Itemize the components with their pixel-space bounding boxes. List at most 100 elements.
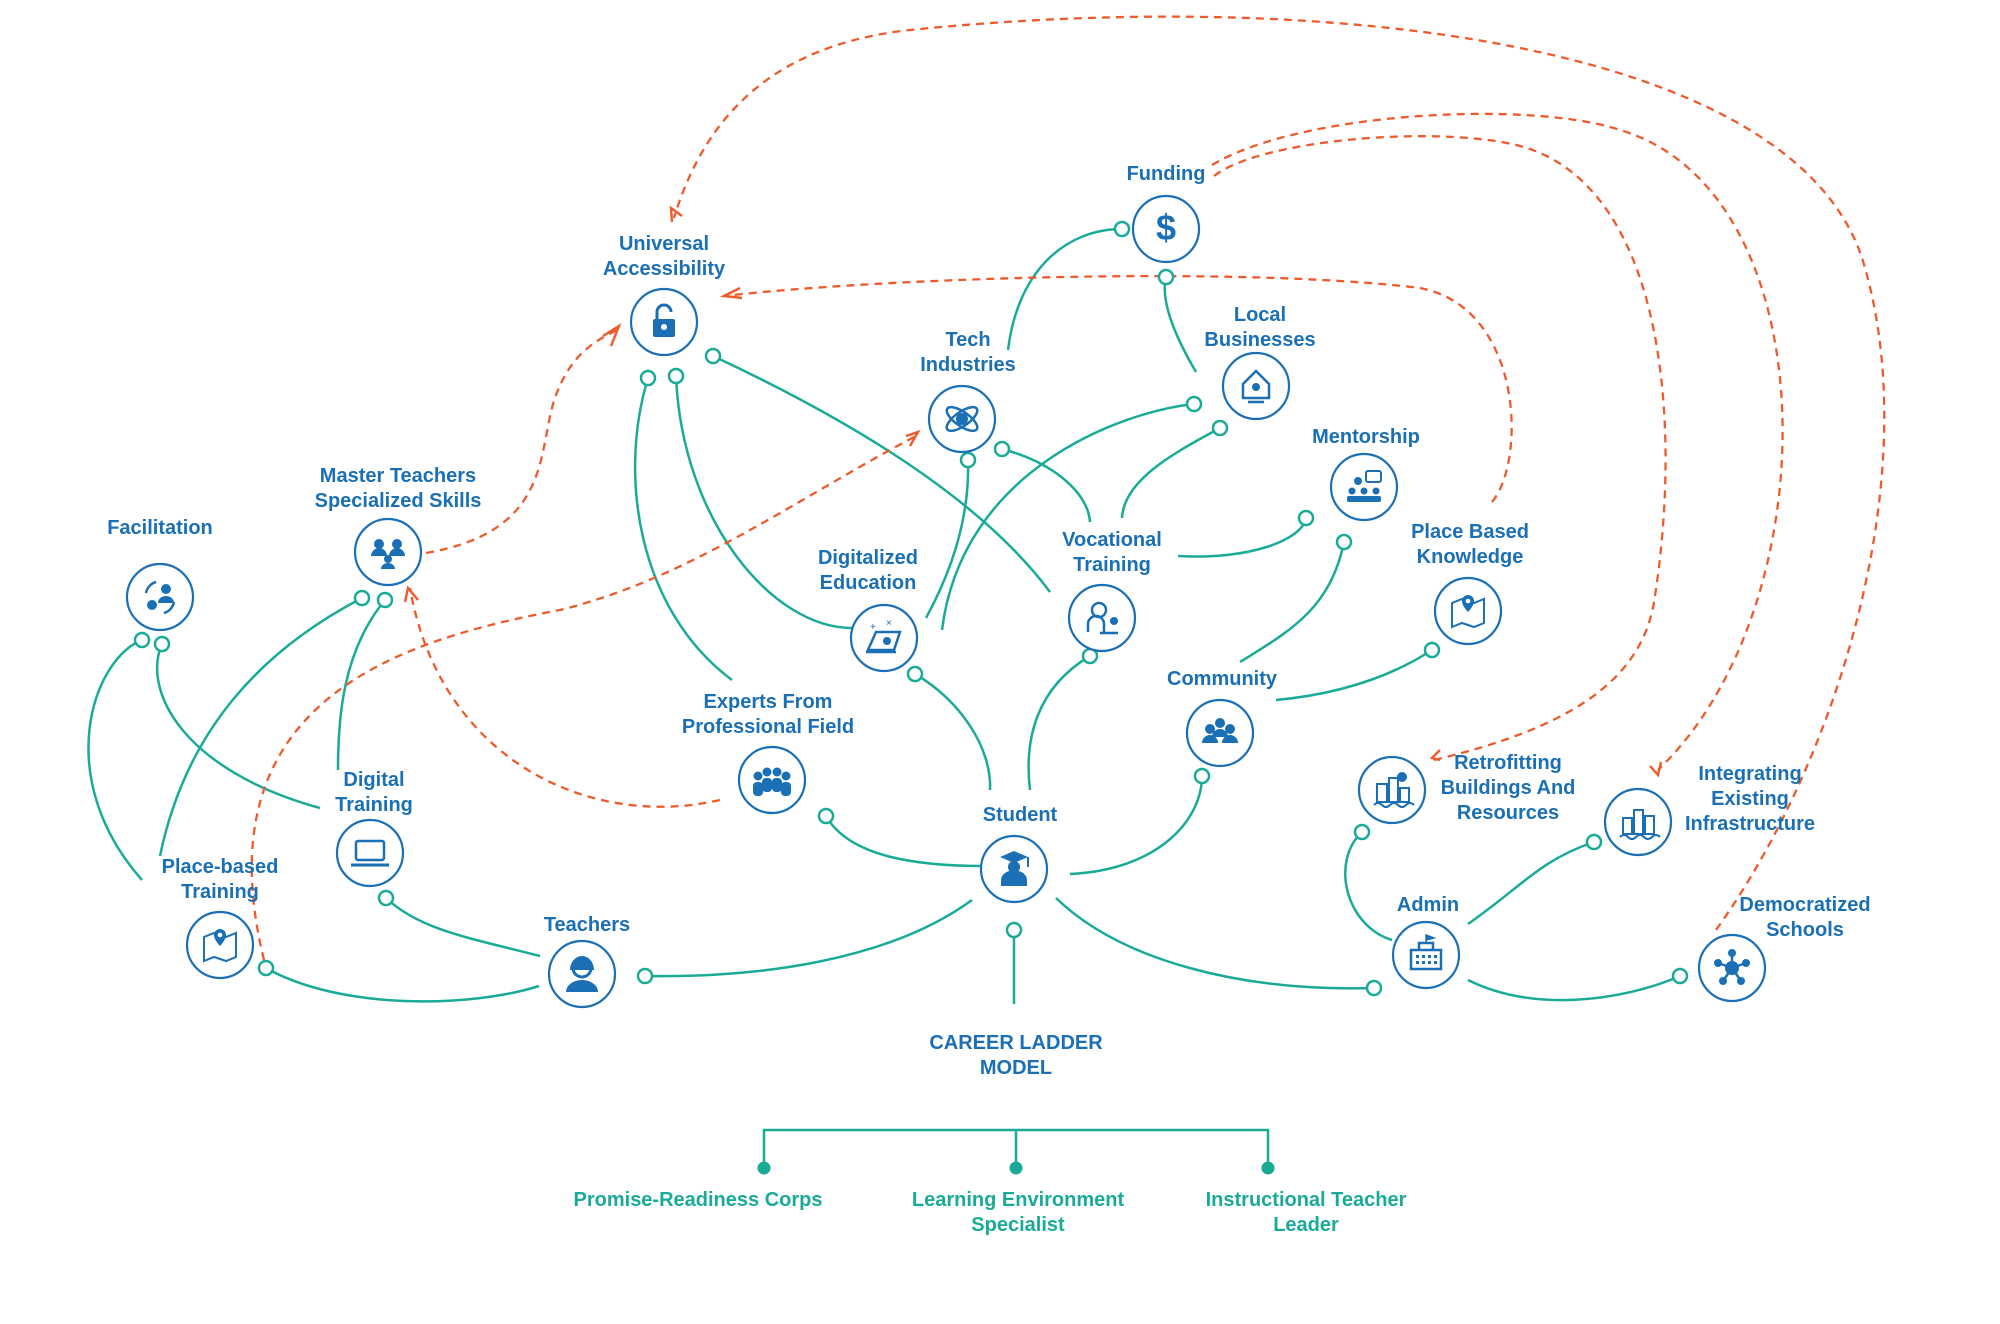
endpoint-12 (1193, 767, 1211, 785)
node-ring (125, 562, 195, 632)
connection-line-0 (1006, 227, 1123, 351)
endpoint-15 (817, 807, 835, 825)
connection-line-22 (158, 596, 363, 857)
connection-line-12 (1069, 775, 1204, 876)
endpoint-9 (1297, 509, 1315, 527)
endpoint-2 (1185, 395, 1203, 413)
endpoint-10 (1335, 533, 1353, 551)
connection-line-13 (1027, 654, 1091, 791)
node-ring (737, 745, 807, 815)
arrowhead-4 (669, 205, 683, 223)
connection-line-26 (1467, 840, 1595, 926)
svg-text:+: + (870, 622, 876, 633)
label-admin: Admin (1396, 894, 1460, 916)
connection-line-25 (1344, 831, 1393, 942)
people-group-icon (753, 767, 791, 796)
connection-line-21 (336, 599, 386, 771)
endpoint-6 (704, 347, 722, 365)
endpoint-26 (1585, 833, 1603, 851)
career-ladder-tree (757, 1128, 1275, 1175)
endpoint-27 (1671, 967, 1689, 985)
cycle-person-icon (144, 580, 176, 615)
endpoint-7 (667, 367, 685, 385)
svg-text:$: $ (1156, 207, 1176, 248)
teacher-icon (566, 956, 598, 992)
graduate-icon (1000, 851, 1029, 886)
endpoint-19 (376, 591, 394, 609)
node-ring (1131, 194, 1201, 264)
dollar-icon: $ (1156, 207, 1176, 248)
map-pin-icon (1451, 595, 1485, 629)
label-teachers: Teachers (543, 914, 631, 936)
arrowhead-1 (719, 286, 743, 300)
node-integrating (1603, 787, 1673, 857)
presentation-icon (1347, 470, 1382, 502)
dashed-line-4 (672, 15, 1886, 931)
connection-line-10 (1239, 541, 1346, 664)
endpoint-16 (1005, 921, 1023, 939)
arrowhead-3 (1649, 761, 1663, 778)
atom-icon (945, 405, 979, 433)
endpoint-18 (1365, 979, 1383, 997)
connection-endpoints (133, 220, 1689, 997)
endpoint-22 (153, 635, 171, 653)
connection-line-27 (1467, 974, 1681, 1002)
node-community (1185, 698, 1255, 768)
node-experts (737, 745, 807, 815)
connection-line-24 (155, 643, 321, 810)
dashed-line-6 (250, 434, 917, 961)
node-admin (1391, 920, 1461, 990)
dashed-line-0 (425, 328, 618, 555)
connection-line-14 (914, 672, 992, 791)
endpoint-4 (993, 440, 1011, 458)
label-student: Student (982, 804, 1058, 826)
node-ring (1603, 787, 1673, 857)
node-funding: $ (1131, 194, 1201, 264)
connection-line-3 (1120, 426, 1221, 519)
label-facilitation: Facilitation (107, 517, 213, 539)
endpoint-8 (639, 369, 657, 387)
connection-line-20 (385, 897, 541, 958)
node-mentorship (1329, 452, 1399, 522)
connection-line-16 (644, 898, 973, 978)
connection-line-8 (633, 377, 733, 682)
label-community: Community (1167, 668, 1277, 690)
svg-text:×: × (886, 618, 892, 629)
node-digitaltraining (335, 818, 405, 888)
node-icons: $+× (125, 194, 1767, 1009)
career-role-0: Promise-Readiness Corps (573, 1189, 823, 1211)
node-tech (927, 384, 997, 454)
arrowhead-2 (1429, 749, 1441, 762)
endpoint-0 (1113, 220, 1131, 238)
infrastructure-icon (1619, 809, 1661, 840)
endpoint-24 (257, 959, 275, 977)
node-universal (629, 287, 699, 357)
node-ring (849, 603, 919, 673)
node-teachers (547, 939, 617, 1009)
endpoint-23 (377, 889, 395, 907)
tree-dot-1 (1009, 1161, 1023, 1175)
house-pin-icon (1241, 369, 1271, 404)
tree-dot-0 (757, 1161, 771, 1175)
endpoint-25 (1353, 823, 1371, 841)
connection-line-4 (1001, 447, 1092, 523)
node-ring (335, 818, 405, 888)
dashed-line-5 (408, 587, 721, 808)
endpoint-20 (353, 589, 371, 607)
laptop-math-icon: +× (866, 618, 902, 654)
connection-line-1 (1163, 276, 1198, 373)
node-ring (547, 939, 617, 1009)
dashed-relations (250, 15, 1886, 961)
label-mentorship: Mentorship (1312, 426, 1420, 448)
node-ring (353, 517, 423, 587)
label-funding: Funding (1126, 163, 1206, 185)
dashed-line-1 (723, 274, 1513, 503)
